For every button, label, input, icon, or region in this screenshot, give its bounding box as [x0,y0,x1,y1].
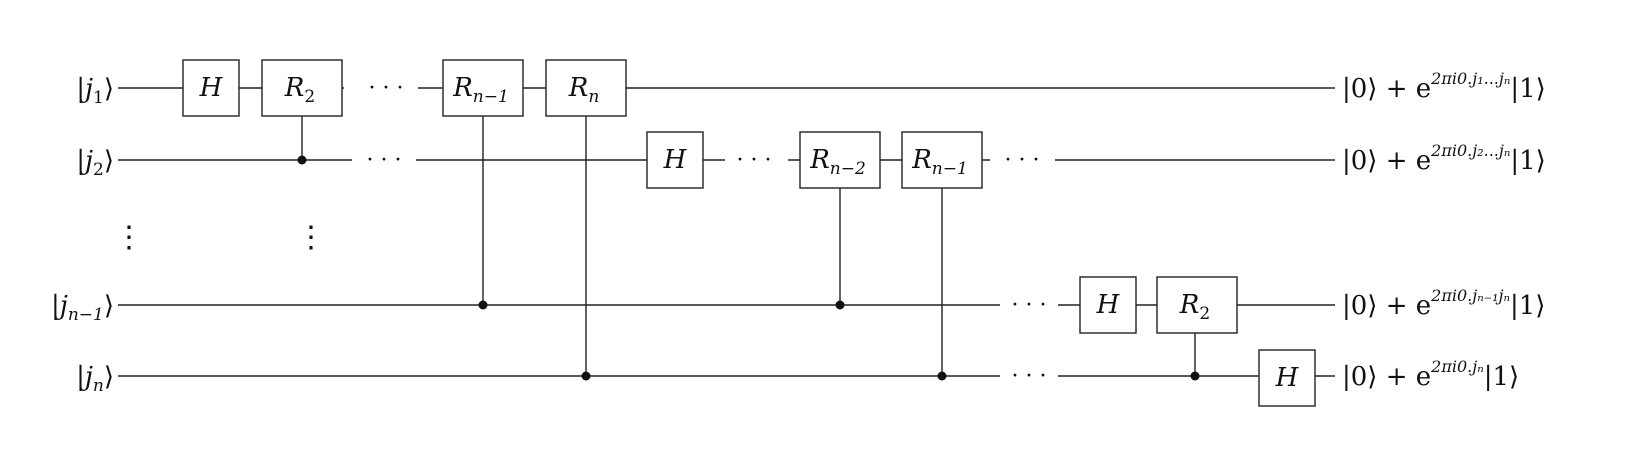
control-lines [301,116,1196,376]
output-state-2: |0⟩ + e2πi0.j₂...jₙ|1⟩ [1342,141,1546,176]
gate-r2-label: R [284,73,305,103]
input-label-jn: |jn⟩ [76,362,114,396]
gate-h-label: H [199,73,224,103]
gate-r2-label: R [1179,290,1200,320]
gates: H R2 Rn−1 Rn H Rn−2 [182,59,1316,407]
gate-h: H [1079,276,1137,334]
gate-h: H [646,131,704,189]
hdots: · · · [1005,148,1040,173]
gate-h: H [182,59,240,117]
gate-rn-1: Rn−1 [901,131,983,189]
control-dots [297,155,1200,381]
vdots: ⋮ [296,220,326,255]
gate-rn-label: R [568,73,589,103]
hdots: · · · [369,76,404,101]
gate-rn-2-label: R [809,145,830,175]
gate-r2-sub: 2 [304,87,315,107]
control-dot [937,371,947,381]
gate-r2-sub: 2 [1199,304,1210,324]
vertical-ellipses: ⋮ ⋮ [114,220,326,255]
gate-h-label: H [663,145,688,175]
vdots: ⋮ [114,220,144,255]
gate-rn-2-sub: n−2 [830,159,866,179]
svg-text:Rn−1: Rn−1 [911,145,968,179]
input-label-j1: |j1⟩ [76,74,114,108]
output-labels: |0⟩ + e2πi0.j₁...jₙ|1⟩ |0⟩ + e2πi0.j₂...… [1342,69,1546,392]
input-label-jn-1: |jn−1⟩ [51,291,114,325]
control-dot [297,155,307,165]
horizontal-ellipses: · · · · · · · · · · · · · · · · · · [367,76,1047,389]
svg-text:Rn−1: Rn−1 [452,73,509,107]
hdots: · · · [1012,293,1047,318]
gate-rn-1: Rn−1 [442,59,524,117]
gate-rn-sub: n [588,87,599,107]
gate-r2: R2 [1156,276,1238,334]
gate-h-label: H [1096,290,1121,320]
input-label-j2: |j2⟩ [76,146,114,180]
svg-text:Rn: Rn [568,73,600,107]
hdots: · · · [1012,364,1047,389]
control-dot [1190,371,1200,381]
control-dot [835,300,845,310]
gate-h-label: H [1275,363,1300,393]
gate-rn-1-label: R [911,145,932,175]
gate-rn-1-label: R [452,73,473,103]
gate-rn-1-sub: n−1 [473,87,509,107]
output-state-n-1: |0⟩ + e2πi0.jₙ₋₁jₙ|1⟩ [1342,286,1545,321]
control-dot [581,371,591,381]
input-labels: |j1⟩ |j2⟩ |jn−1⟩ |jn⟩ [51,74,114,396]
gate-rn-2: Rn−2 [799,131,881,189]
control-dot [478,300,488,310]
gate-h: H [1258,349,1316,407]
svg-text:R2: R2 [1179,290,1210,324]
svg-text:Rn−2: Rn−2 [809,145,866,179]
gate-rn: Rn [545,59,627,117]
svg-text:R2: R2 [284,73,315,107]
gate-r2: R2 [261,59,343,117]
hdots: · · · [737,148,772,173]
output-state-n: |0⟩ + e2πi0.jₙ|1⟩ [1342,357,1519,392]
gate-rn-1-sub: n−1 [932,159,968,179]
hdots: · · · [367,148,402,173]
output-state-1: |0⟩ + e2πi0.j₁...jₙ|1⟩ [1342,69,1546,104]
